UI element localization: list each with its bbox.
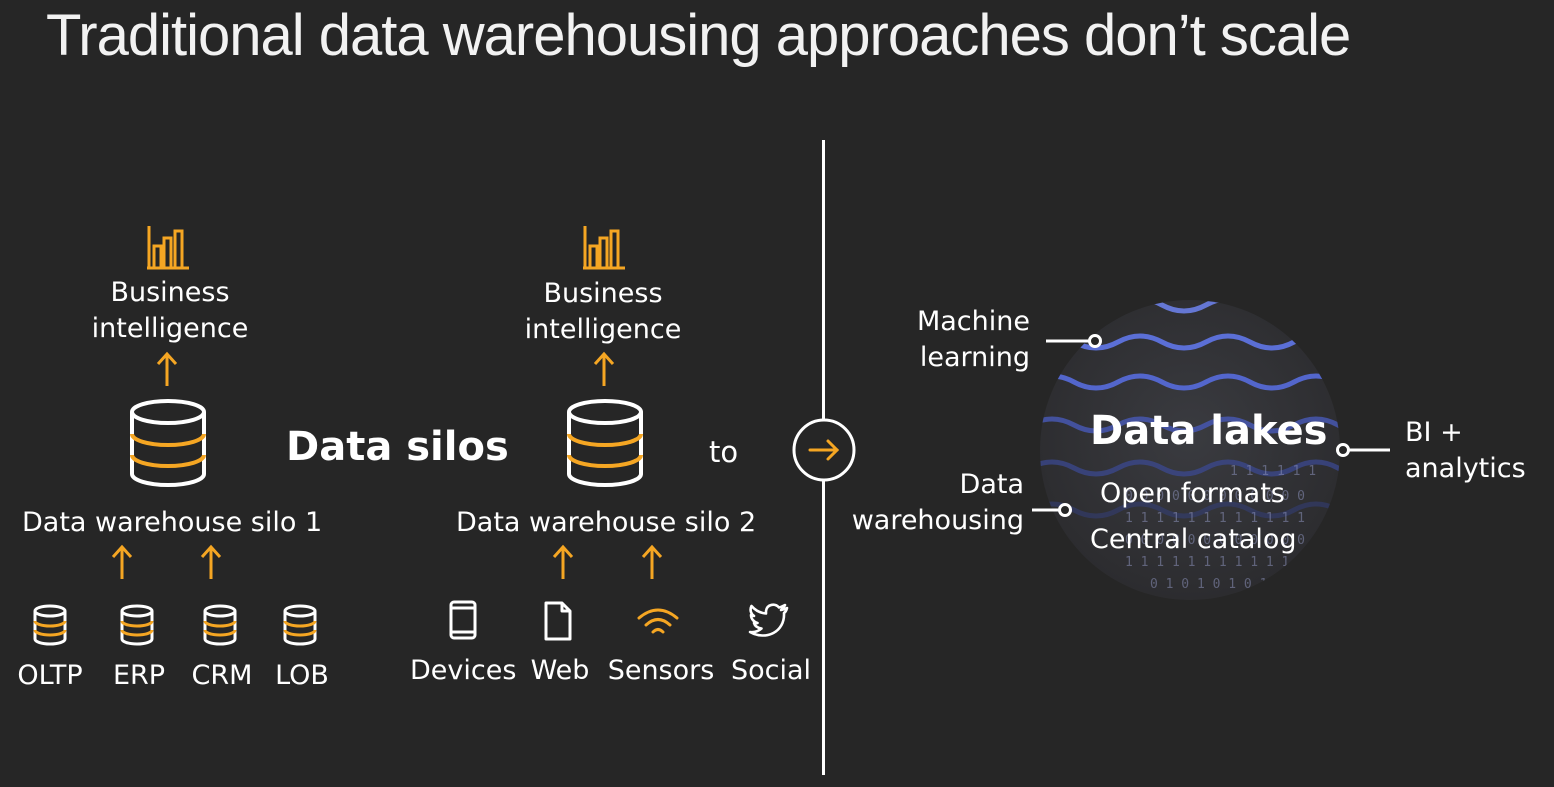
svg-text:1 1 1 1 1 1 1 1 1 1 1 1: 1 1 1 1 1 1 1 1 1 1 1 1 xyxy=(1125,511,1305,526)
source-erp: ERP xyxy=(112,660,166,691)
source-sensors: Sensors xyxy=(607,655,715,686)
up-arrow-icon xyxy=(200,544,222,579)
source-social: Social xyxy=(730,655,812,686)
up-arrow-icon xyxy=(111,544,133,579)
dw-label: Data warehousing xyxy=(830,467,1024,539)
up-arrow-icon xyxy=(641,544,663,579)
source-devices: Devices xyxy=(410,655,517,686)
lake-central-catalog: Central catalog xyxy=(1090,524,1297,555)
source-crm: CRM xyxy=(191,660,253,691)
slide-title: Traditional data warehousing approaches … xyxy=(46,3,1351,68)
source-web: Web xyxy=(530,655,590,686)
source-oltp: OLTP xyxy=(17,660,83,691)
lake-open-formats: Open formats xyxy=(1100,478,1285,509)
silo2-bi-line2: intelligence xyxy=(524,314,682,345)
bi-analytics-label: BI + analytics xyxy=(1405,415,1526,487)
silo2-bi-label: Business intelligence xyxy=(503,276,703,348)
up-arrow-icon xyxy=(552,544,574,579)
silo1-label: Data warehouse silo 1 xyxy=(22,507,323,538)
svg-text:0 1 0 1 0 1 0 1: 0 1 0 1 0 1 0 1 xyxy=(1150,577,1267,592)
dw-line1: Data xyxy=(959,469,1024,500)
silo1-bi-line2: intelligence xyxy=(91,313,249,344)
silo2-bi-line1: Business xyxy=(543,278,663,309)
data-lake-sphere: 1 1 1 1 1 1 0 0 0 0 0 0 0 0 0 0 0 0 1 1 … xyxy=(1040,300,1340,600)
svg-text:1 1 1 1 1 1 1 1 1 1 1 1: 1 1 1 1 1 1 1 1 1 1 1 1 xyxy=(1125,555,1305,570)
data-lakes-title: Data lakes xyxy=(1090,408,1328,454)
svg-text:0 0 0 0 0 0 0 0 0 0 0 0: 0 0 0 0 0 0 0 0 0 0 0 0 xyxy=(1125,533,1305,548)
up-arrow-icon xyxy=(593,351,615,386)
bi-line1: BI + xyxy=(1405,417,1463,448)
svg-text:0 0 0 0 0 0 0 0 0 0 0 0: 0 0 0 0 0 0 0 0 0 0 0 0 xyxy=(1125,489,1305,504)
silo1-bi-line1: Business xyxy=(110,277,230,308)
source-lob: LOB xyxy=(275,660,329,691)
small-database-icon xyxy=(120,604,154,646)
mobile-device-icon xyxy=(449,600,477,640)
bi-line2: analytics xyxy=(1405,453,1526,484)
ml-connector xyxy=(1046,334,1102,348)
to-label: to xyxy=(709,435,739,469)
svg-text:1 1 1 1 1 1: 1 1 1 1 1 1 xyxy=(1230,464,1316,479)
bi-connector xyxy=(1336,443,1390,457)
twitter-bird-icon xyxy=(748,603,789,637)
small-database-icon xyxy=(33,604,67,646)
silo1-bi-label: Business intelligence xyxy=(70,275,270,347)
up-arrow-icon xyxy=(156,351,178,386)
right-arrow-icon xyxy=(792,418,856,482)
database-icon xyxy=(130,399,206,487)
ml-line1: Machine xyxy=(916,306,1030,337)
dw-line2: warehousing xyxy=(851,505,1024,536)
ml-line2: learning xyxy=(919,342,1030,373)
wireless-sensor-icon xyxy=(637,608,679,634)
dw-connector xyxy=(1032,503,1072,517)
ml-label: Machine learning xyxy=(880,304,1030,376)
database-icon xyxy=(567,399,643,487)
small-database-icon xyxy=(283,604,317,646)
bar-chart-icon xyxy=(147,226,189,270)
bar-chart-icon xyxy=(583,226,625,270)
silo2-label: Data warehouse silo 2 xyxy=(456,507,757,538)
small-database-icon xyxy=(203,604,237,646)
data-silos-label: Data silos xyxy=(286,424,509,470)
document-icon xyxy=(544,601,572,641)
